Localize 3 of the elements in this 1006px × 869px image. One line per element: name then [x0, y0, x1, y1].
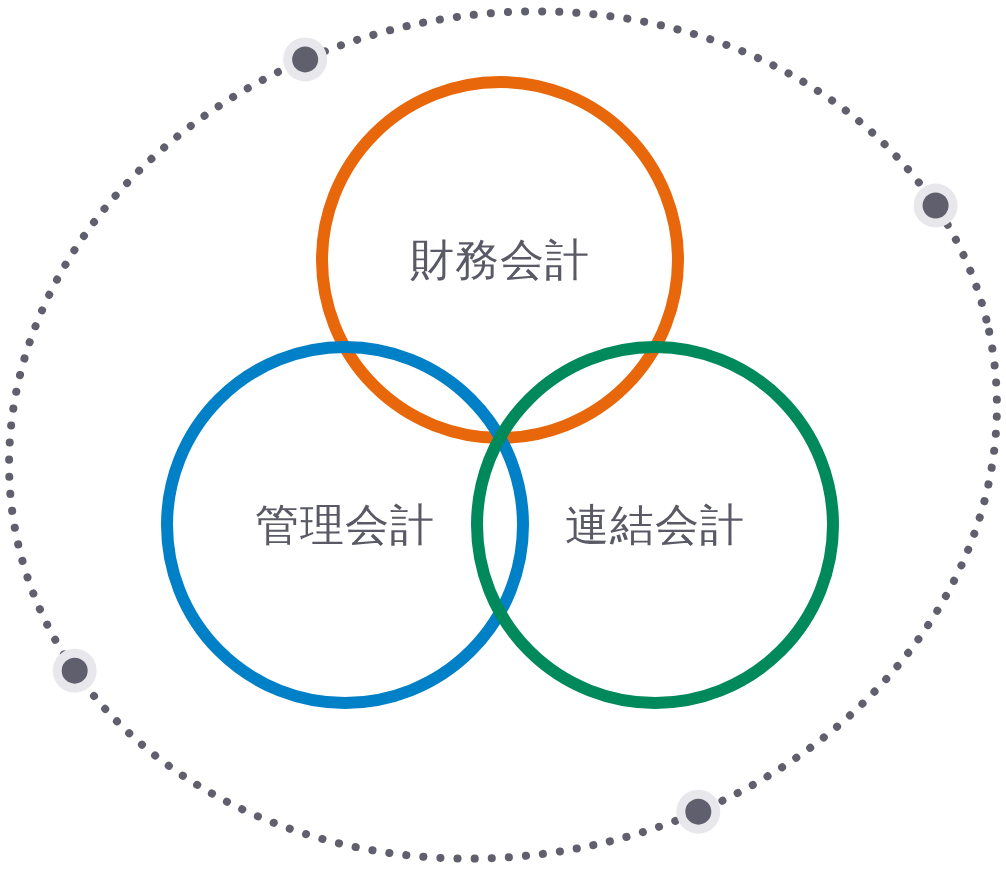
- circle-label: 管理会計: [255, 497, 435, 552]
- circle-label: 財務会計: [410, 232, 590, 287]
- circle-label: 連結会計: [565, 497, 745, 552]
